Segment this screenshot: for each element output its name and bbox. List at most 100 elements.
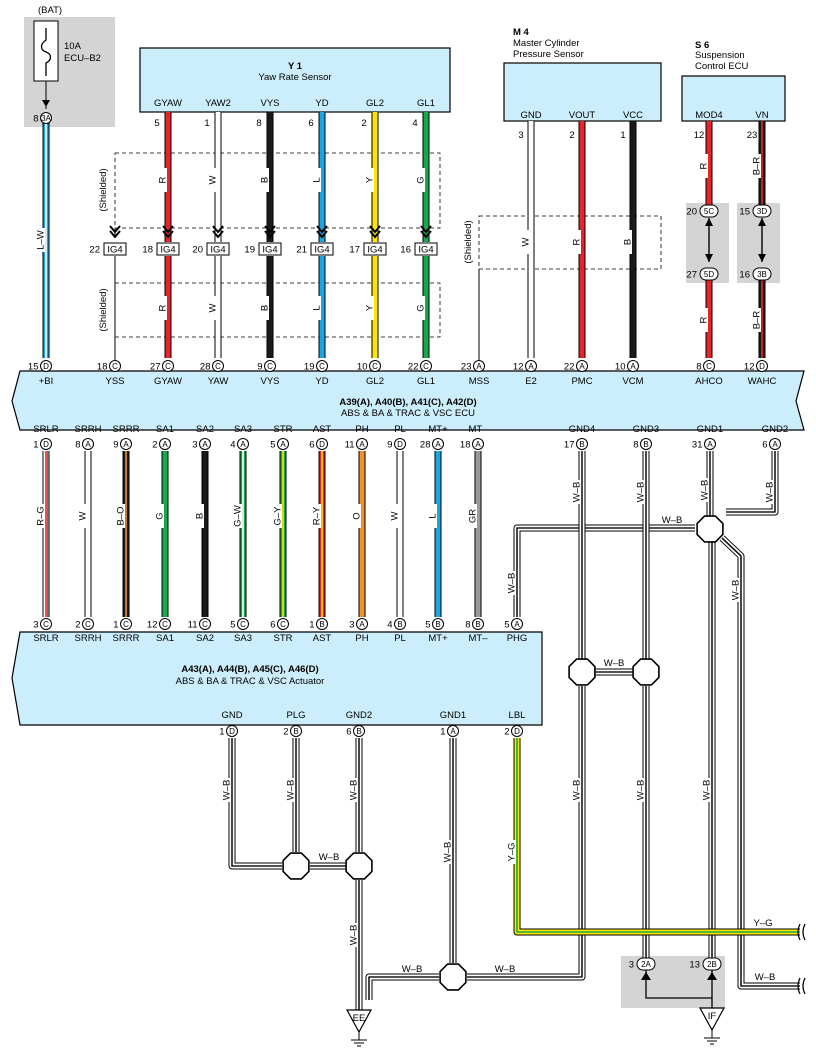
mc-wire-vout-label-bg <box>571 230 581 254</box>
ecu-bot-mtplus-pin-number: 28 <box>420 440 431 451</box>
act-wire-plg-label: W–B <box>286 780 297 801</box>
ecu-ground-gnd2-pin-circle <box>769 438 781 450</box>
ecu-bot-ph-pin-number: 11 <box>345 440 355 451</box>
ecu-gl2-pin-circle <box>369 360 381 372</box>
act-top-srlr-conn-letter: C <box>43 620 49 629</box>
ecu-mss-pin-circle <box>473 360 485 372</box>
ecu-bot-term-ast: AST <box>313 424 332 435</box>
ecu-yaw2-conn-letter: C <box>215 362 221 371</box>
act-junction-gnd2 <box>345 852 373 880</box>
act-wire-lbl-stripe <box>516 738 800 933</box>
ecu-ground-gnd2-conn-letter: A <box>772 440 778 449</box>
act-top-sa2-pin-circle <box>199 618 211 630</box>
act-top-phg-pin-number: 5 <box>504 620 509 631</box>
ecu-mss-pin-number: 23 <box>461 362 472 373</box>
mc-term-pin-vout: 2 <box>569 130 574 141</box>
yaw-wire-yaw2-label-upper-bg <box>207 168 217 192</box>
act-term-sa3: SA3 <box>234 633 252 644</box>
ecu-ground-gnd4-conn-letter: B <box>579 440 584 449</box>
ground-junction-gnd3 <box>632 658 660 686</box>
ecu-bot-sa2-pin-number: 3 <box>192 440 197 451</box>
ecu-box <box>11 370 805 431</box>
ecu-vys-pin-number: 9 <box>257 362 262 373</box>
ecu-gl1-pin-circle <box>420 360 432 372</box>
ecu-bot-ast-pin-circle <box>316 438 328 450</box>
susp-j2-0-pill-pin: 27 <box>686 270 697 281</box>
yaw-wire-yd-label-lower: L <box>312 305 323 310</box>
ig4-gl2-plate-label: IG4 <box>367 245 382 256</box>
ig4-gl1-plate <box>414 242 438 256</box>
act-term-srlr: SRLR <box>33 633 58 644</box>
ecu-bot-str-pin-circle <box>277 438 289 450</box>
ecu-bot-srrh-conn-letter: A <box>85 440 91 449</box>
susp-term-pin-vn: 23 <box>747 130 758 141</box>
ground-wire-gnd34-link-label: W–B <box>604 658 625 669</box>
yaw-wire-gyaw-label-upper: R <box>158 176 169 183</box>
susp-j1-0-pill-pin: 20 <box>686 207 697 218</box>
susp-wire-label-lower-1: B–R <box>752 311 763 330</box>
yaw-term-yd: YD <box>315 98 328 109</box>
ecu-yaw2-pin-circle <box>212 360 224 372</box>
actuator-box <box>11 631 543 726</box>
ecu-term-wahc: WAHC <box>748 376 777 387</box>
ig4-shield-plate-label: IG4 <box>107 245 122 256</box>
yaw-term-pin-yd: 6 <box>308 118 313 129</box>
ground-wire-gnd4-down-stripe <box>467 686 583 978</box>
ecu-bi-conn-letter: D <box>43 362 49 371</box>
yaw-term-vys: VYS <box>260 98 279 109</box>
act-top-sa2-pin-number: 11 <box>188 620 198 631</box>
yaw-wire-gl1-label-lower-bg <box>415 296 425 320</box>
if-pin-2b-pill-pin: 13 <box>689 960 700 971</box>
act-wire-gnd-label-bg <box>221 778 231 802</box>
act-wire-ee-down-label: W–B <box>349 925 360 946</box>
ecu-bot-term-srrh: SRRH <box>75 424 102 435</box>
suspension-box <box>681 75 786 122</box>
act-bot-gnd-pin-circle <box>226 725 238 737</box>
act-wire-lbl <box>513 738 800 936</box>
ig4-arrow-5 <box>420 225 432 239</box>
act-bot-term-gnd1: GND1 <box>440 710 466 721</box>
ig4-yaw2-plate-pin: 20 <box>192 245 203 256</box>
yaw-wire-vys-label-lower: B <box>260 305 271 311</box>
act-wire-label-ph-bg <box>351 504 361 528</box>
act-wire-ee-down-label-bg <box>348 923 358 947</box>
act-top-pl-conn-letter: B <box>397 620 402 629</box>
ecu-vcm-pin-circle <box>627 360 639 372</box>
act-wire-lbl-label: Y–G <box>507 842 518 861</box>
ecu-bot-sa3-pin-number: 4 <box>230 440 235 451</box>
susp-j2-1-pill-label: 3B <box>757 270 767 279</box>
wire-break-0-b <box>802 923 806 941</box>
ecu-ground-gnd1-conn-letter: A <box>707 440 713 449</box>
ecu-bot-sa3-conn-letter: A <box>240 440 246 449</box>
mc-shielded-label: (Shielded) <box>463 220 474 263</box>
battery-conn-conn-letter: 3A <box>41 114 51 123</box>
ecu-ground-gnd3-pin-circle <box>640 438 652 450</box>
ig4-yd-plate <box>310 242 334 256</box>
ecu-vys-pin-circle <box>264 360 276 372</box>
act-top-sa1-conn-letter: C <box>162 620 168 629</box>
ground-wire-phg-vlabel-bg <box>506 571 516 595</box>
yaw-shielded-upper-label: (Shielded) <box>98 168 109 211</box>
ecu-vcm-conn-letter: A <box>630 362 636 371</box>
ecu-yd-pin-circle <box>316 360 328 372</box>
ground-wire-phg <box>513 524 695 617</box>
ground-if-label: IF <box>708 1011 717 1022</box>
act-top-pl-pin-number: 4 <box>387 620 392 631</box>
act-term-ph: PH <box>355 633 368 644</box>
ecu-bot-sa1-conn-letter: A <box>162 440 168 449</box>
yaw-shielded-lower-label: (Shielded) <box>98 288 109 331</box>
act-wire-label-sa1-bg <box>154 504 164 528</box>
ecu-ground-gnd3-pin-number: 8 <box>633 440 638 451</box>
ground-wire-out-hlabel: W–B <box>755 972 776 983</box>
act-wire-lbl-label-bg <box>506 840 516 864</box>
act-bot-gnd-pin-number: 1 <box>219 727 224 738</box>
act-wire-gnd-label: W–B <box>222 780 233 801</box>
mc-term-pin-gnd: 3 <box>518 130 523 141</box>
ecu-gyaw-pin-circle <box>162 360 174 372</box>
ecu-bot-mtminus-pin-number: 18 <box>460 440 471 451</box>
ecu-bot-term-pl: PL <box>394 424 406 435</box>
act-wire-gnd1-label-bg <box>442 840 452 864</box>
act-term-srrh: SRRH <box>75 633 102 644</box>
ecu-bi-pin-number: 15 <box>28 362 39 373</box>
act-term-sa2: SA2 <box>196 633 214 644</box>
